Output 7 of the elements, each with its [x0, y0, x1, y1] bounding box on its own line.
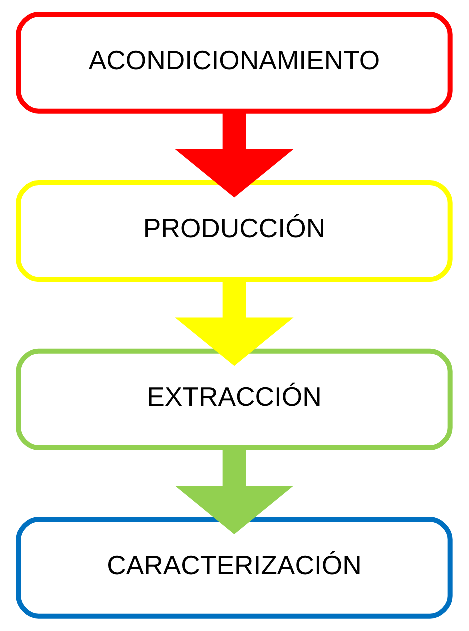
node-box: EXTRACCIÓN — [16, 348, 453, 450]
node-box: PRODUCCIÓN — [16, 180, 453, 282]
arrow — [175, 448, 294, 534]
arrow — [175, 112, 294, 198]
node-box: ACONDICIONAMIENTO — [16, 12, 453, 114]
node-box: CARACTERIZACIÓN — [16, 517, 453, 619]
arrow — [175, 280, 294, 366]
